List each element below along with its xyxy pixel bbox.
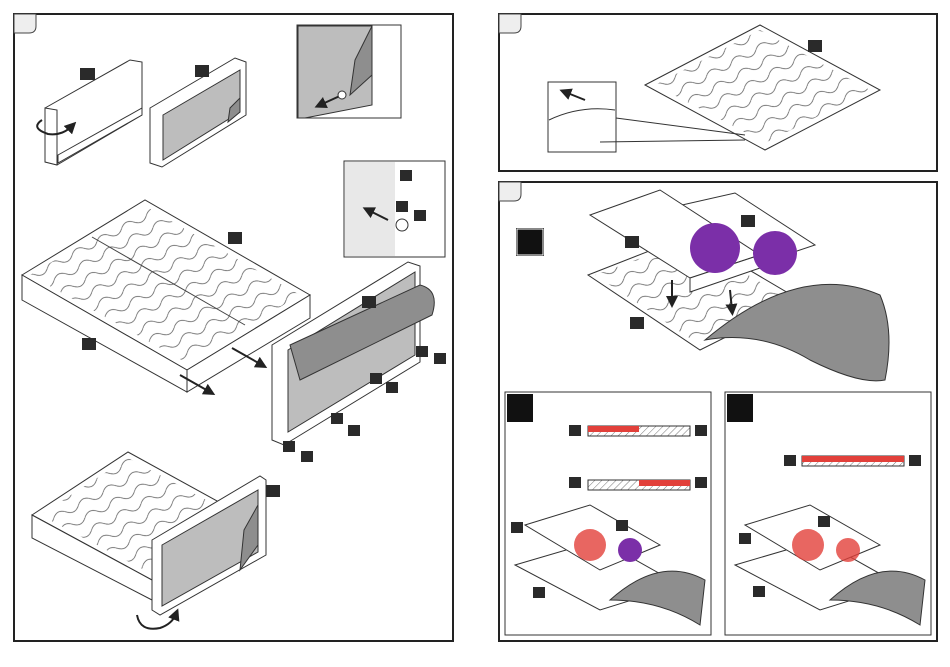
- subpanel-equal-firmness: [725, 392, 931, 635]
- panel-topper-cover: [499, 14, 937, 171]
- subpanel-mixed-firmness: [505, 392, 711, 635]
- zip-detail-inset: [297, 25, 401, 118]
- step-tab: [14, 14, 36, 33]
- panel-topper-placement: [499, 182, 937, 641]
- panel-headboard-assembly: [14, 14, 453, 641]
- bolt-detail-inset: [344, 161, 445, 257]
